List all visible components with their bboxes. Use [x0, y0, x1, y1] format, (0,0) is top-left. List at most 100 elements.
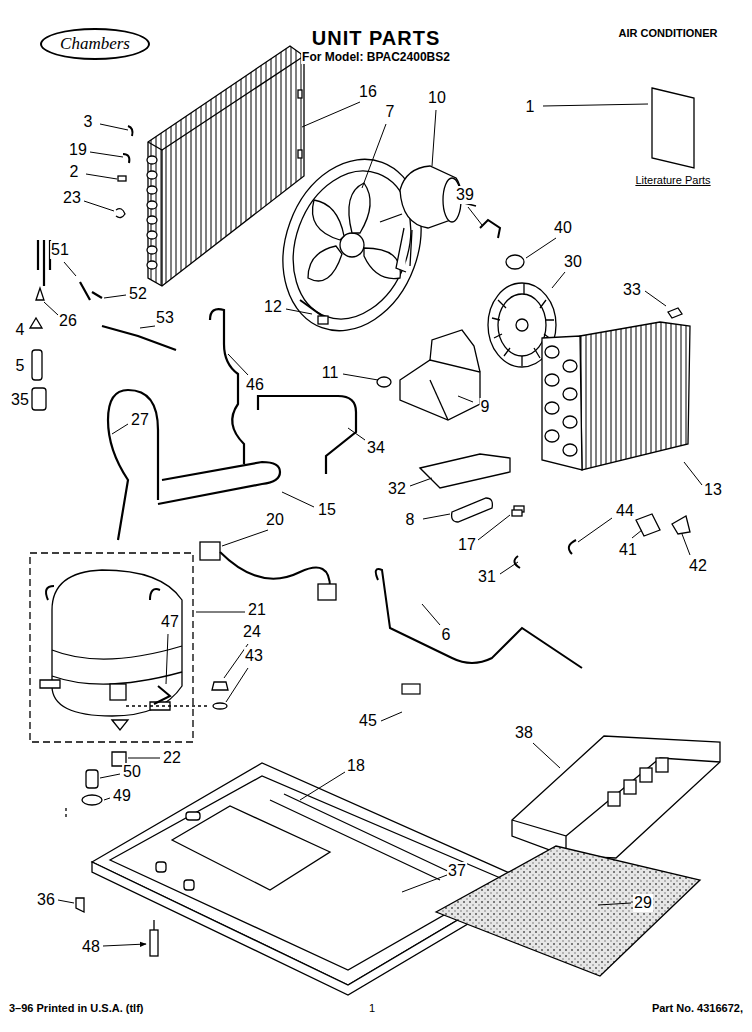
mounting-parts-piece — [153, 920, 154, 930]
compressor-piece — [126, 705, 210, 706]
compressor-piece — [46, 586, 54, 600]
small-tube-parts-piece — [32, 388, 46, 410]
model-number: For Model: BPAC2400BS2 — [301, 50, 451, 64]
condenser-coil-piece — [148, 46, 304, 286]
callout-number: 45 — [358, 712, 378, 730]
refrigerant-tubing-piece — [158, 462, 280, 504]
literature-booklet-piece — [652, 88, 694, 168]
callout-number: 20 — [265, 511, 285, 529]
evaporator-coil — [542, 308, 690, 470]
condenser-fan-piece — [308, 246, 342, 281]
compressor-piece — [52, 646, 182, 659]
small-clips-piece — [116, 209, 125, 218]
callout-number: 50 — [122, 763, 142, 781]
fan-motor-piece — [396, 228, 412, 272]
literature-label: Literature Parts — [634, 174, 711, 186]
callout-number: 5 — [15, 357, 26, 375]
condenser-coil-piece — [147, 231, 157, 239]
callout-number: 48 — [81, 938, 101, 956]
evaporator-coil-piece — [563, 444, 577, 456]
callout-number: 29 — [633, 894, 653, 912]
callout-number: 40 — [553, 219, 573, 237]
motor-bracket — [377, 330, 480, 420]
condenser-fan-piece — [312, 200, 344, 240]
callout-number: 10 — [427, 89, 447, 107]
evaporator-coil-piece — [545, 346, 559, 358]
refrigerant-tubing-piece — [102, 326, 176, 350]
print-date: 3–96 Printed in U.S.A. (tlf) — [8, 1002, 144, 1014]
callout-number: 23 — [62, 189, 82, 207]
base-pan-piece — [184, 880, 194, 890]
coil-brackets-piece — [672, 516, 690, 534]
fan-motor-piece — [400, 166, 461, 228]
small-tube-parts-piece — [30, 318, 42, 328]
callout-number: 8 — [405, 511, 416, 529]
condenser-fan-piece — [349, 183, 370, 233]
callout-number: 41 — [618, 541, 638, 559]
condenser-fan-piece — [364, 248, 400, 279]
blower-wheel-piece — [516, 319, 528, 331]
callout-number: 15 — [317, 501, 337, 519]
callout-number: 39 — [455, 186, 475, 204]
power-cord-piece — [200, 542, 220, 560]
callout-number: 18 — [346, 757, 366, 775]
coil-brackets-piece — [636, 514, 660, 536]
compressor-piece — [52, 672, 182, 684]
base-pan-piece — [92, 763, 525, 985]
page-number: 1 — [368, 1002, 376, 1014]
evaporator-coil-piece — [542, 336, 582, 470]
thermostat-piece — [420, 454, 510, 488]
mounting-parts-piece — [65, 808, 66, 820]
compressor-piece — [154, 686, 170, 704]
callout-number: 34 — [366, 439, 386, 457]
callout-number: 6 — [441, 626, 452, 644]
callout-number: 49 — [112, 787, 132, 805]
small-clips-piece — [118, 176, 126, 181]
callout-number: 3 — [83, 113, 94, 131]
callout-number: 1 — [525, 98, 536, 116]
callout-number: 19 — [68, 141, 88, 159]
callout-number: 33 — [622, 281, 642, 299]
evaporator-coil-piece — [545, 402, 559, 414]
tie-strap-piece — [300, 300, 325, 318]
blower-wheel-piece — [498, 294, 546, 356]
callout-number: 12 — [263, 298, 283, 316]
base-pan-piece — [186, 812, 200, 820]
condenser-coil-piece — [147, 156, 157, 164]
motor-clip — [480, 220, 524, 269]
product-type: AIR CONDITIONER — [618, 27, 719, 39]
callout-number: 43 — [244, 647, 264, 665]
callout-number: 36 — [36, 891, 56, 909]
coil-brackets-piece — [569, 540, 576, 554]
refrigerant-tubing-piece — [38, 240, 50, 286]
callout-number: 27 — [130, 411, 150, 429]
base-pan-piece — [156, 862, 166, 872]
motor-bracket-piece — [377, 377, 391, 387]
evaporator-coil-piece — [668, 308, 682, 318]
control-panel-piece — [566, 758, 720, 836]
callout-number: 4 — [15, 321, 26, 339]
motor-clip-piece — [506, 255, 524, 269]
control-panel-piece — [640, 768, 652, 782]
callout-number: 32 — [387, 480, 407, 498]
leader-lines — [44, 102, 702, 946]
small-tube-parts-piece — [32, 350, 42, 380]
control-panel-piece — [512, 736, 720, 858]
callout-number: 35 — [10, 391, 30, 409]
condenser-coil-piece — [298, 150, 302, 158]
callout-number: 22 — [162, 749, 182, 767]
callout-number: 46 — [245, 376, 265, 394]
literature-booklet — [652, 88, 694, 184]
thermostat-piece — [512, 510, 522, 516]
thermostat-piece — [452, 498, 493, 522]
power-cord-piece — [318, 584, 336, 600]
callout-number: 21 — [247, 601, 267, 619]
base-pan — [92, 763, 525, 995]
condenser-coil-piece — [147, 171, 157, 179]
air-filter-piece — [436, 846, 700, 976]
mounting-parts-piece — [76, 898, 84, 912]
air-filter — [436, 846, 700, 976]
small-tube-parts — [30, 288, 46, 410]
